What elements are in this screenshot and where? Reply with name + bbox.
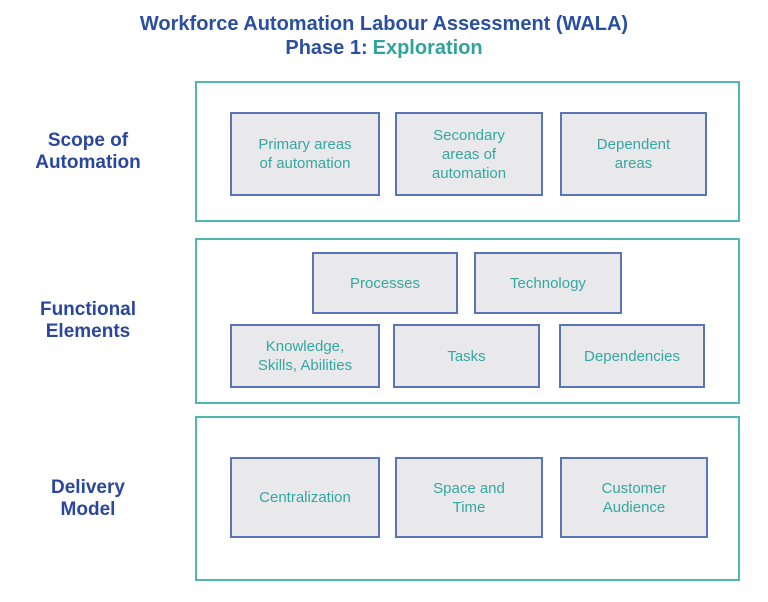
- title-line1: Workforce Automation Labour Assessment (…: [139, 13, 629, 35]
- box-dependent-areas: Dependent areas: [560, 112, 707, 196]
- section-functional-elements-container: Processes Technology Knowledge, Skills, …: [195, 238, 740, 404]
- section-label-scope-of-automation: Scope of Automation: [35, 129, 141, 173]
- page-title: Workforce Automation Labour Assessment (…: [0, 12, 768, 60]
- box-knowledge-skills-abilities: Knowledge, Skills, Abilities: [230, 324, 380, 388]
- section-label-delivery-model: Delivery Model: [51, 476, 125, 520]
- box-centralization: Centralization: [230, 457, 380, 538]
- phase-name: Exploration: [372, 37, 483, 59]
- section-label-functional-elements: Functional Elements: [39, 299, 137, 342]
- box-processes: Processes: [312, 252, 458, 314]
- box-customer-audience: Customer Audience: [560, 457, 708, 538]
- phase-label: Phase 1:: [285, 37, 368, 59]
- box-tasks: Tasks: [393, 324, 540, 388]
- section-delivery-model-container: Centralization Space and Time Customer A…: [195, 416, 740, 581]
- box-technology: Technology: [474, 252, 622, 314]
- box-space-and-time: Space and Time: [395, 457, 543, 538]
- title-line2: Phase 1:Exploration: [0, 36, 768, 60]
- box-dependencies: Dependencies: [559, 324, 705, 388]
- section-scope-of-automation-container: Primary areas of automation Secondary ar…: [195, 81, 740, 222]
- box-primary-areas-of-automation: Primary areas of automation: [230, 112, 380, 196]
- box-secondary-areas-of-automation: Secondary areas of automation: [395, 112, 543, 196]
